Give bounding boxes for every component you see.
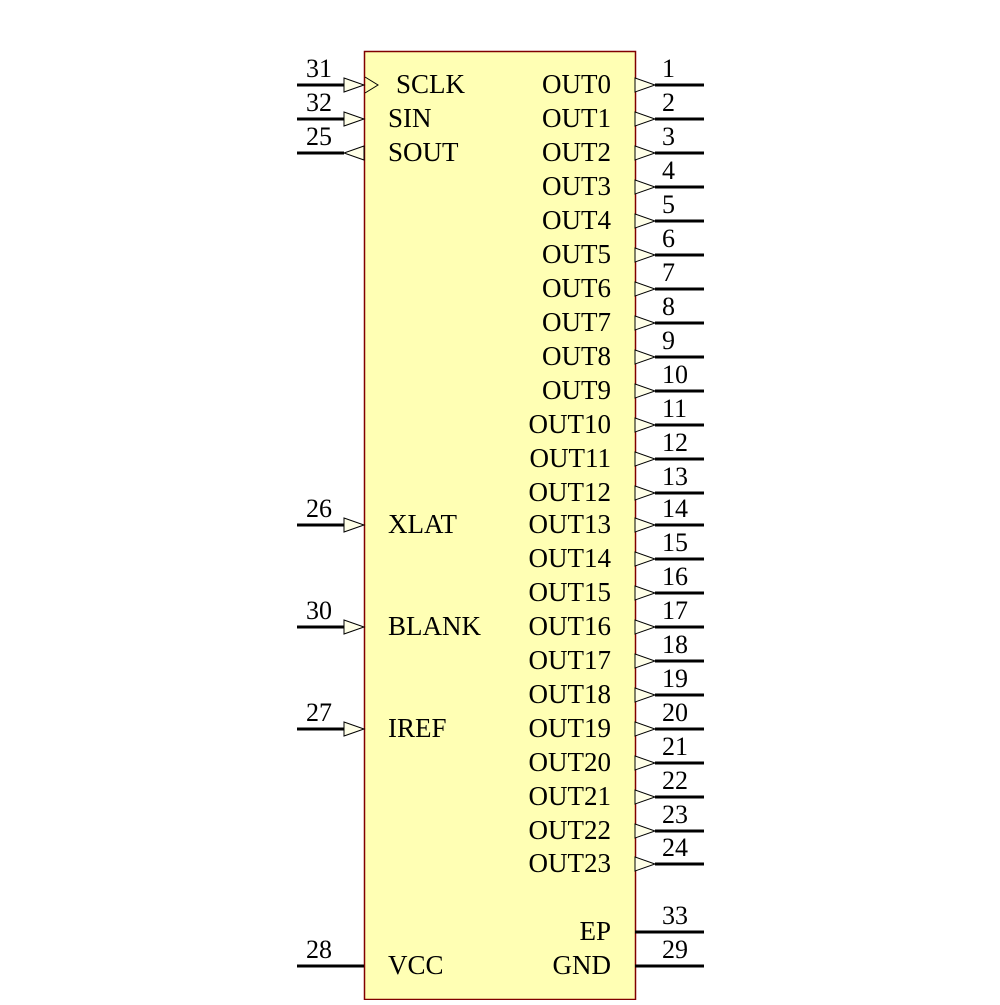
clock-triangle-icon xyxy=(364,76,379,94)
pin-number-24: 24 xyxy=(662,833,688,862)
pin-name-vcc: VCC xyxy=(388,950,444,980)
pin-number-9: 9 xyxy=(662,326,675,355)
pin-number-33: 33 xyxy=(662,901,688,930)
output-arrow-icon xyxy=(634,383,657,399)
pin-name-out12: OUT12 xyxy=(528,477,612,507)
pin-name-out2: OUT2 xyxy=(542,137,611,167)
output-arrow-icon xyxy=(634,315,657,331)
pin-number-30: 30 xyxy=(306,596,332,625)
pin-name-out11: OUT11 xyxy=(529,443,612,473)
output-arrow-icon xyxy=(634,247,657,263)
pin-name-sout: SOUT xyxy=(388,137,459,167)
pin-name-out8: OUT8 xyxy=(542,341,611,371)
output-arrow-icon xyxy=(634,213,657,229)
input-arrow-icon xyxy=(343,77,366,93)
pin-number-27: 27 xyxy=(306,698,332,727)
pin-name-out18: OUT18 xyxy=(528,679,612,709)
pin-number-29: 29 xyxy=(662,935,688,964)
ic-body xyxy=(363,50,637,1001)
pin-number-2: 2 xyxy=(662,88,675,117)
pin-number-21: 21 xyxy=(662,732,688,761)
output-arrow-icon xyxy=(634,755,657,771)
pin-name-out4: OUT4 xyxy=(542,205,611,235)
output-arrow-icon xyxy=(634,517,657,533)
pin-name-out16: OUT16 xyxy=(528,611,612,641)
pin-name-xlat: XLAT xyxy=(388,509,457,539)
output-arrow-icon xyxy=(634,145,657,161)
pin-name-out23: OUT23 xyxy=(528,848,612,878)
pin-name-gnd: GND xyxy=(552,950,612,980)
output-arrow-icon xyxy=(634,485,657,501)
output-arrow-icon xyxy=(634,687,657,703)
output-arrow-icon xyxy=(634,451,657,467)
output-arrow-icon xyxy=(634,856,657,872)
pin-number-22: 22 xyxy=(662,766,688,795)
pin-number-19: 19 xyxy=(662,664,688,693)
output-arrow-icon xyxy=(634,551,657,567)
input-arrow-icon xyxy=(343,111,366,127)
pin-number-12: 12 xyxy=(662,428,688,457)
pin-name-out7: OUT7 xyxy=(542,307,611,337)
pin-name-out17: OUT17 xyxy=(528,645,612,675)
pin-number-7: 7 xyxy=(662,258,675,287)
pin-name-out15: OUT15 xyxy=(528,577,612,607)
pin-number-4: 4 xyxy=(662,156,675,185)
pin-name-out3: OUT3 xyxy=(542,171,611,201)
pin-number-1: 1 xyxy=(662,54,675,83)
output-arrow-icon xyxy=(634,823,657,839)
pin-name-ep: EP xyxy=(579,916,611,946)
pin-number-23: 23 xyxy=(662,800,688,829)
pin-name-out0: OUT0 xyxy=(542,69,611,99)
pin-name-out22: OUT22 xyxy=(528,815,612,845)
pin-number-16: 16 xyxy=(662,562,688,591)
pin-name-sin: SIN xyxy=(388,103,432,133)
pin-name-out5: OUT5 xyxy=(542,239,611,269)
pin-number-25: 25 xyxy=(306,122,332,151)
input-arrow-icon xyxy=(343,619,366,635)
pin-number-8: 8 xyxy=(662,292,675,321)
pin-name-iref: IREF xyxy=(388,713,447,743)
pin-number-31: 31 xyxy=(306,54,332,83)
pin-number-13: 13 xyxy=(662,462,688,491)
output-arrow-icon xyxy=(634,585,657,601)
output-arrow-icon xyxy=(342,145,365,161)
pin-name-out6: OUT6 xyxy=(542,273,611,303)
output-arrow-icon xyxy=(634,77,657,93)
pin-number-15: 15 xyxy=(662,528,688,557)
pin-number-26: 26 xyxy=(306,494,332,523)
output-arrow-icon xyxy=(634,789,657,805)
pin-name-out9: OUT9 xyxy=(542,375,611,405)
pin-name-sclk: SCLK xyxy=(396,69,466,99)
output-arrow-icon xyxy=(634,721,657,737)
output-arrow-icon xyxy=(634,619,657,635)
output-arrow-icon xyxy=(634,111,657,127)
pin-number-5: 5 xyxy=(662,190,675,219)
pin-name-blank: BLANK xyxy=(388,611,481,641)
pin-number-18: 18 xyxy=(662,630,688,659)
pin-name-out20: OUT20 xyxy=(528,747,612,777)
pin-number-10: 10 xyxy=(662,360,688,389)
input-arrow-icon xyxy=(343,721,366,737)
output-arrow-icon xyxy=(634,179,657,195)
output-arrow-icon xyxy=(634,417,657,433)
pin-number-14: 14 xyxy=(662,494,688,523)
pin-number-32: 32 xyxy=(306,88,332,117)
output-arrow-icon xyxy=(634,349,657,365)
pin-number-28: 28 xyxy=(306,935,332,964)
input-arrow-icon xyxy=(343,517,366,533)
pin-number-3: 3 xyxy=(662,122,675,151)
pin-name-out21: OUT21 xyxy=(528,781,612,811)
pin-number-17: 17 xyxy=(662,596,688,625)
pin-name-out19: OUT19 xyxy=(528,713,612,743)
pin-number-6: 6 xyxy=(662,224,675,253)
pin-name-out13: OUT13 xyxy=(528,509,612,539)
pin-name-out14: OUT14 xyxy=(528,543,612,573)
output-arrow-icon xyxy=(634,281,657,297)
output-arrow-icon xyxy=(634,653,657,669)
pin-name-out1: OUT1 xyxy=(542,103,611,133)
pin-number-20: 20 xyxy=(662,698,688,727)
pin-name-out10: OUT10 xyxy=(528,409,612,439)
pin-number-11: 11 xyxy=(662,394,688,423)
